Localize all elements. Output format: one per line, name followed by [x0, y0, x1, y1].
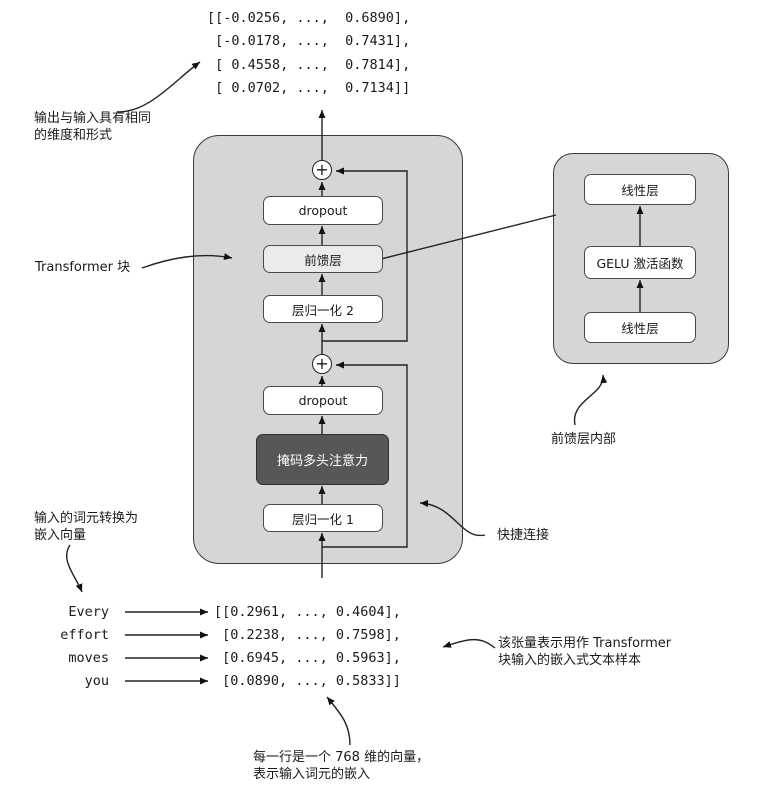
input-tensor-row-2: [0.2238, ..., 0.7598],	[214, 627, 401, 643]
annotation-output-shape: 输出与输入具有相同 的维度和形式	[34, 110, 151, 144]
input-tensor-row-3: [0.6945, ..., 0.5963],	[214, 650, 401, 666]
gelu-activation-box: GELU 激活函数	[584, 246, 696, 279]
input-tensor-row-1: [[0.2961, ..., 0.4604],	[214, 604, 401, 620]
input-token: you	[84, 673, 109, 689]
linear-layer-top-box: 线性层	[584, 174, 696, 205]
layernorm-1-box: 层归一化 1	[263, 504, 383, 532]
annotation-row-desc-line-1: 每一行是一个 768 维的向量，	[253, 750, 430, 765]
masked-attention-box: 掩码多头注意力	[256, 434, 389, 485]
dropout-bottom-box: dropout	[263, 386, 383, 415]
annotation-tensor-desc-line-1: 该张量表示用作 Transformer	[498, 636, 672, 651]
annotation-ff-inside: 前馈层内部	[551, 432, 617, 447]
annotation-transformer-block: Transformer 块	[35, 260, 131, 275]
output-tensor-row-4: [ 0.0702, ..., 0.7134]]	[207, 80, 411, 96]
annotation-input-embeddings-line-1: 输入的词元转换为	[34, 511, 139, 526]
annotation-shortcut: 快捷连接	[497, 528, 550, 543]
annotation-input-embeddings: 输入的词元转换为 嵌入向量	[34, 510, 138, 544]
annotation-row-desc: 每一行是一个 768 维的向量， 表示输入词元的嵌入	[253, 749, 429, 783]
input-token: effort	[60, 627, 109, 643]
annotation-output-shape-line-2: 的维度和形式	[34, 128, 113, 143]
input-token: Every	[68, 604, 109, 620]
linear-layer-bottom-box: 线性层	[584, 312, 696, 343]
annotation-row-desc-line-2: 表示输入词元的嵌入	[253, 767, 371, 782]
annotation-input-embeddings-line-2: 嵌入向量	[34, 528, 87, 543]
dropout-top-box: dropout	[263, 196, 383, 225]
feed-forward-box: 前馈层	[263, 245, 383, 273]
residual-add-top: +	[312, 160, 332, 180]
input-tensor-row-4: [0.0890, ..., 0.5833]]	[214, 673, 401, 689]
input-token: moves	[68, 650, 109, 666]
output-tensor-row-3: [ 0.4558, ..., 0.7814],	[207, 57, 411, 73]
output-tensor-row-2: [-0.0178, ..., 0.7431],	[207, 33, 411, 49]
residual-add-bottom: +	[312, 354, 332, 374]
output-tensor-row-1: [[-0.0256, ..., 0.6890],	[207, 10, 411, 26]
annotation-tensor-desc-line-2: 块输入的嵌入式文本样本	[498, 653, 642, 668]
annotation-tensor-desc: 该张量表示用作 Transformer 块输入的嵌入式文本样本	[498, 635, 671, 669]
layernorm-2-box: 层归一化 2	[263, 295, 383, 323]
annotation-output-shape-line-1: 输出与输入具有相同	[34, 111, 152, 126]
